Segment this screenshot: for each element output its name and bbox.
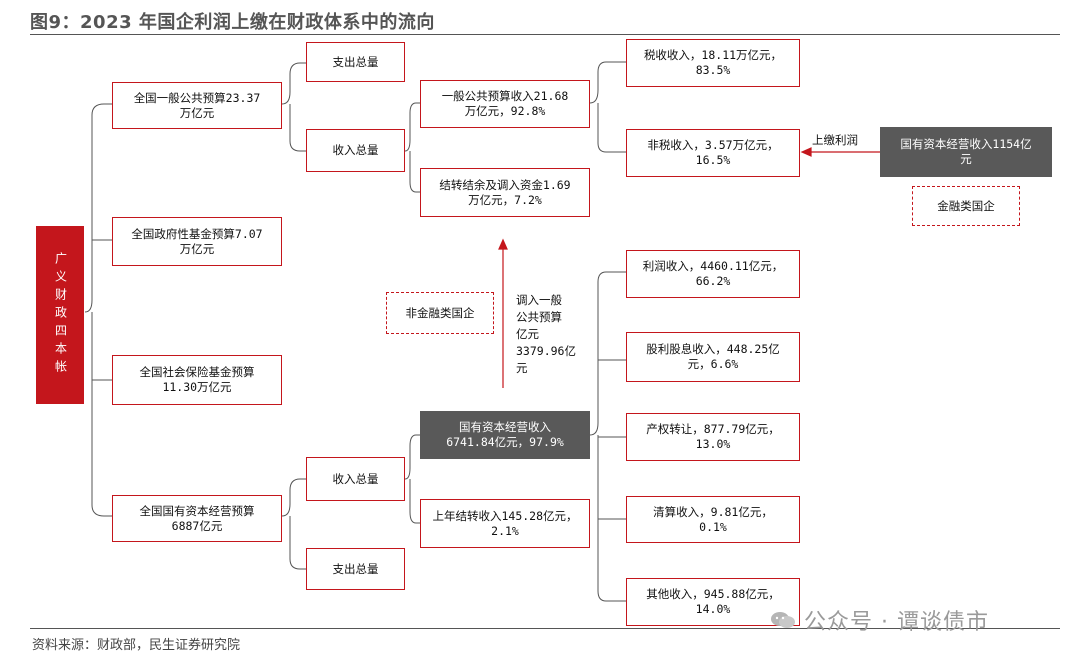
soe-carryover-box: 上年结转收入145.28亿元， 2.1% (420, 499, 590, 548)
soe-expenditure-box: 支出总量 (306, 548, 405, 590)
title-rule (30, 34, 1060, 35)
liquidation-revenue-box: 清算收入，9.81亿元， 0.1% (626, 496, 800, 543)
profit-revenue-box: 利润收入，4460.11亿元， 66.2% (626, 250, 800, 298)
general-carryover-box: 结转结余及调入资金1.69 万亿元，7.2% (420, 168, 590, 217)
soe-operating-revenue-box: 国有资本经营收入 6741.84亿元，97.9% (420, 411, 590, 459)
transfer-to-general-label: 调入一般 公共预算 亿元 3379.96亿 元 (516, 293, 576, 375)
footer-rule (30, 628, 1060, 629)
watermark: 公众号 · 谭谈债市 (770, 604, 989, 636)
source-note: 资料来源：财政部，民生证券研究院 (32, 638, 241, 653)
general-expenditure-box: 支出总量 (306, 42, 405, 82)
nonfinancial-soe-box: 非金融类国企 (386, 292, 494, 334)
social-insurance-budget-box: 全国社会保险基金预算 11.30万亿元 (112, 355, 282, 405)
soe-budget-box: 全国国有资本经营预算 6887亿元 (112, 495, 282, 542)
wechat-icon (771, 612, 795, 628)
gp-revenue-box: 一般公共预算收入21.68 万亿元，92.8% (420, 80, 590, 128)
financial-soe-box: 金融类国企 (912, 186, 1020, 226)
general-revenue-box: 收入总量 (306, 129, 405, 172)
nontax-revenue-box: 非税收入，3.57万亿元， 16.5% (626, 129, 800, 177)
figure-title: 图9：2023 年国企利润上缴在财政体系中的流向 (30, 12, 435, 33)
root-box: 广义财政四本帐 (36, 226, 84, 404)
fund-budget-box: 全国政府性基金预算7.07 万亿元 (112, 217, 282, 266)
tax-revenue-box: 税收收入，18.11万亿元， 83.5% (626, 39, 800, 87)
soe-revenue-total-box: 收入总量 (306, 457, 405, 501)
financial-soe-revenue-box: 国有资本经营收入1154亿 元 (880, 127, 1052, 177)
profit-remittance-label: 上缴利润 (812, 133, 858, 147)
property-transfer-box: 产权转让，877.79亿元， 13.0% (626, 413, 800, 461)
watermark-text: 公众号 · 谭谈债市 (804, 610, 989, 635)
general-budget-box: 全国一般公共预算23.37 万亿元 (112, 82, 282, 129)
other-revenue-box: 其他收入，945.88亿元， 14.0% (626, 578, 800, 626)
dividend-revenue-box: 股利股息收入，448.25亿 元，6.6% (626, 332, 800, 382)
